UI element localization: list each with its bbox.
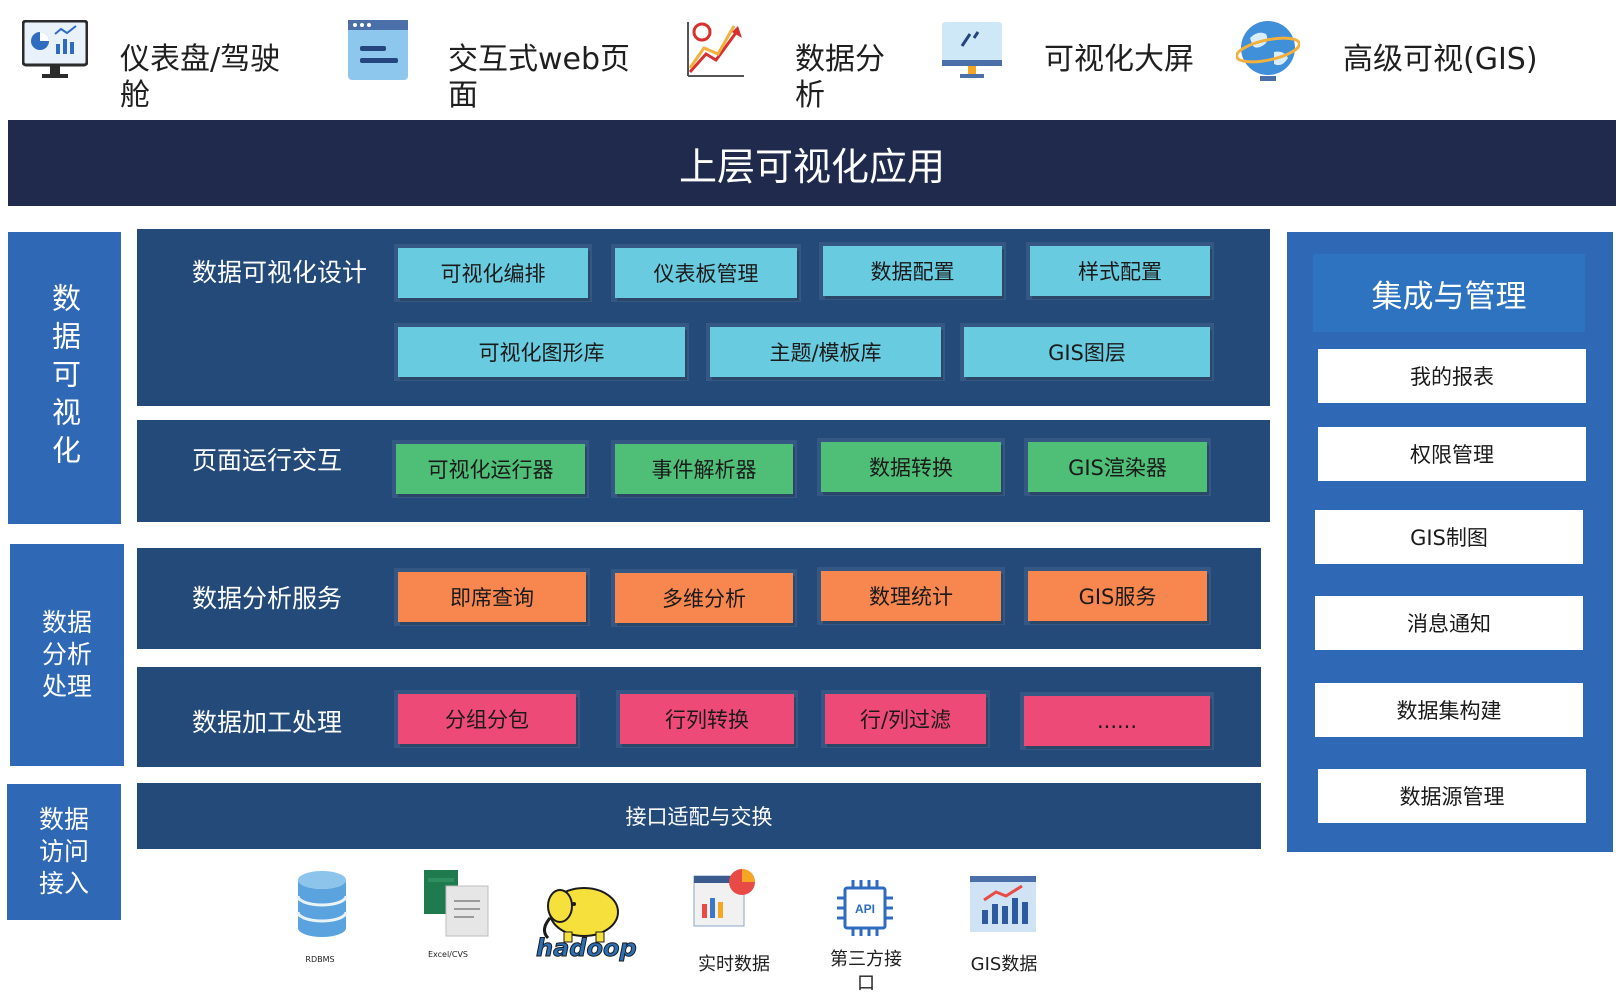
interface-label: 接口适配与交换 <box>625 805 773 829</box>
web-page-icon <box>346 18 410 86</box>
module-theme-template-library[interactable]: 主题/模板库 <box>710 327 941 377</box>
module-gis-renderer[interactable]: GIS渲染器 <box>1028 442 1207 492</box>
module-gis-layer[interactable]: GIS图层 <box>964 327 1210 377</box>
module-adhoc-query[interactable]: 即席查询 <box>398 572 586 622</box>
layer-title-runtime: 页面运行交互 <box>192 446 343 475</box>
layer-title-design: 数据可视化设计 <box>192 258 368 287</box>
spreadsheet-icon <box>424 866 490 942</box>
module-data-config[interactable]: 数据配置 <box>823 246 1002 296</box>
integration-title-text: 集成与管理 <box>1371 278 1527 315</box>
side-label-analysis-3: 处理 <box>41 672 92 701</box>
gis-chart-icon <box>968 874 1038 938</box>
hadoop-elephant-icon <box>534 882 630 966</box>
side-block-access: 数据 访问 接入 <box>7 784 121 920</box>
globe-icon <box>1235 16 1301 90</box>
integration-item-notifications[interactable]: 消息通知 <box>1315 596 1583 650</box>
app-label-dashboard: 仪表盘/驾驶舱 <box>120 42 281 113</box>
upper-app-banner: 上层可视化应用 <box>8 120 1616 206</box>
integration-title: 集成与管理 <box>1313 254 1585 332</box>
module-statistics[interactable]: 数理统计 <box>821 571 1001 621</box>
module-visual-orchestration[interactable]: 可视化编排 <box>398 248 588 298</box>
module-olap-analysis[interactable]: 多维分析 <box>615 573 793 623</box>
dashboard-monitor-icon <box>21 19 89 86</box>
source-label-excel: Excel/CVS <box>427 950 469 959</box>
integration-item-dataset-build[interactable]: 数据集构建 <box>1315 683 1583 737</box>
module-more[interactable]: ...... <box>1024 696 1210 746</box>
side-label-analysis-1: 数据 <box>41 608 92 637</box>
side-label-access-3: 接入 <box>38 869 89 898</box>
database-icon <box>296 870 348 942</box>
integration-item-datasource-management[interactable]: 数据源管理 <box>1318 769 1586 823</box>
integration-item-gis-mapping[interactable]: GIS制图 <box>1315 510 1583 564</box>
integration-item-permissions[interactable]: 权限管理 <box>1318 427 1586 481</box>
banner-title: 上层可视化应用 <box>678 144 945 189</box>
source-label-gis-data: GIS数据 <box>970 954 1038 975</box>
integration-item-my-reports[interactable]: 我的报表 <box>1318 349 1586 403</box>
module-row-column-transform[interactable]: 行列转换 <box>620 694 794 744</box>
module-data-transform[interactable]: 数据转换 <box>821 442 1001 492</box>
side-label-access-2: 访问 <box>38 837 89 866</box>
svg-text:API: API <box>855 902 875 916</box>
app-label-web: 交互式web页面 <box>448 42 631 113</box>
source-label-third-party-api: 第三方接口 <box>830 949 902 994</box>
app-label-gis: 高级可视(GIS) <box>1343 42 1538 77</box>
layer-title-processing: 数据加工处理 <box>192 708 343 737</box>
realtime-chart-icon <box>692 866 758 936</box>
side-label-visualization: 数据可视化 <box>47 283 82 473</box>
module-dashboard-management[interactable]: 仪表板管理 <box>615 248 797 298</box>
side-block-visualization: 数据可视化 <box>8 232 121 524</box>
interface-adapter-bar: 接口适配与交换 <box>137 783 1261 849</box>
source-label-rdbms: RDBMS <box>305 955 335 964</box>
big-screen-icon <box>940 20 1004 84</box>
api-chip-icon: API <box>835 878 895 942</box>
trend-analysis-icon <box>684 18 748 86</box>
side-label-analysis-2: 分析 <box>41 640 92 669</box>
side-block-analysis: 数据 分析 处理 <box>10 544 124 766</box>
side-label-access-1: 数据 <box>38 805 89 834</box>
source-label-hadoop: hadoop <box>536 934 638 963</box>
module-row-column-filter[interactable]: 行/列过滤 <box>825 694 986 744</box>
source-label-realtime: 实时数据 <box>698 954 770 975</box>
layer-title-analysis: 数据分析服务 <box>192 584 343 613</box>
app-label-big-screen: 可视化大屏 <box>1044 42 1194 77</box>
module-event-parser[interactable]: 事件解析器 <box>615 444 793 494</box>
module-style-config[interactable]: 样式配置 <box>1030 246 1210 296</box>
module-chart-library[interactable]: 可视化图形库 <box>398 327 685 377</box>
module-gis-service[interactable]: GIS服务 <box>1028 571 1207 621</box>
module-visual-runner[interactable]: 可视化运行器 <box>396 444 585 494</box>
module-group-split[interactable]: 分组分包 <box>398 694 576 744</box>
app-label-analysis: 数据分析 <box>795 42 885 113</box>
